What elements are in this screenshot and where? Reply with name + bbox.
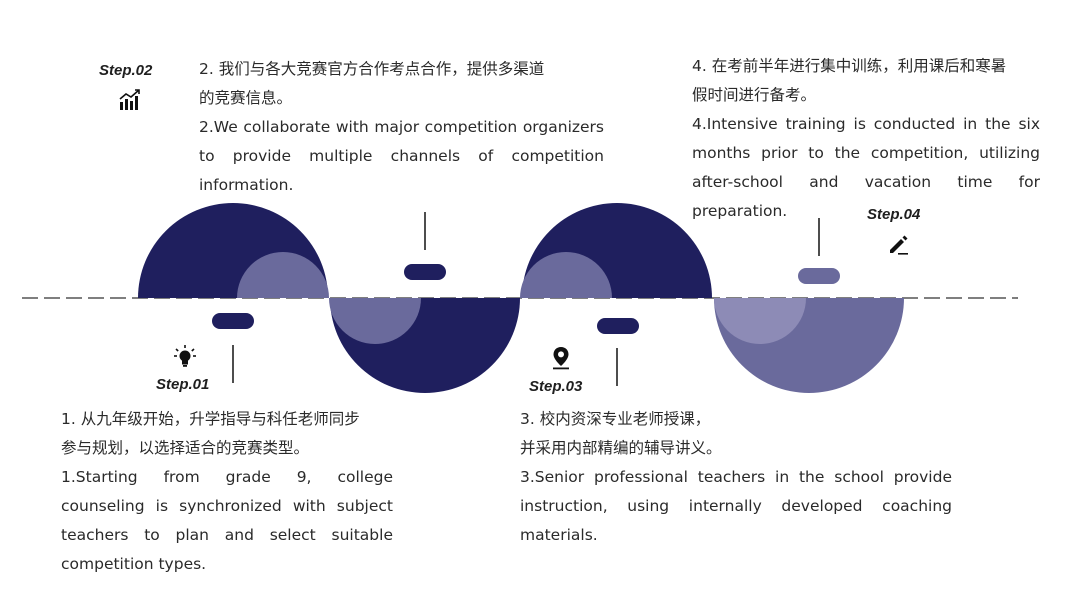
pill-marker: [404, 264, 446, 280]
step-01-zh-line-2: 参与规划，以选择适合的竞赛类型。: [61, 439, 310, 457]
step-04-text: 4. 在考前半年进行集中训练，利用课后和寒暑 假时间进行备考。 4.Intens…: [692, 52, 1040, 226]
pill-marker: [212, 313, 254, 329]
step-03-en: 3.Senior professional teachers in the sc…: [520, 468, 952, 544]
step-04-en: 4.Intensive training is conducted in the…: [692, 115, 1040, 220]
step-03-zh-line-1: 3. 校内资深专业老师授课，: [520, 410, 711, 428]
highlight-circle: [714, 298, 806, 344]
map-pin-icon: [553, 347, 569, 370]
lightbulb-icon: [174, 345, 196, 367]
step-03-zh-line-2: 并采用内部精编的辅导讲义。: [520, 439, 722, 457]
step-04-zh-line-1: 4. 在考前半年进行集中训练，利用课后和寒暑: [692, 57, 1007, 75]
step-02-text: 2. 我们与各大竞赛官方合作考点合作，提供多渠道 的竞赛信息。 2.We col…: [199, 55, 604, 200]
step-01-text: 1. 从九年级开始，升学指导与科任老师同步 参与规划，以选择适合的竞赛类型。 1…: [61, 405, 393, 579]
pill-marker: [597, 318, 639, 334]
step-01-label: Step.01: [156, 376, 210, 393]
step-04-label: Step.04: [867, 206, 921, 223]
pencil-icon: [890, 235, 908, 255]
step-02-label: Step.02: [99, 62, 153, 79]
step-03-label: Step.03: [529, 378, 583, 395]
highlight-circle: [520, 252, 612, 298]
step-01-zh-line-1: 1. 从九年级开始，升学指导与科任老师同步: [61, 410, 360, 428]
step-03-text: 3. 校内资深专业老师授课， 并采用内部精编的辅导讲义。 3.Senior pr…: [520, 405, 952, 550]
step-01-en: 1.Starting from grade 9, college counsel…: [61, 468, 393, 573]
step-02-en: 2.We collaborate with major competition …: [199, 118, 604, 194]
step-04-zh-line-2: 假时间进行备考。: [692, 86, 817, 104]
step-02-zh-line-2: 的竞赛信息。: [199, 89, 293, 107]
highlight-circle: [329, 298, 421, 344]
pill-marker: [798, 268, 840, 284]
step-02-zh-line-1: 2. 我们与各大竞赛官方合作考点合作，提供多渠道: [199, 60, 545, 78]
highlight-circle: [237, 252, 329, 298]
bar-chart-icon: [119, 89, 140, 110]
